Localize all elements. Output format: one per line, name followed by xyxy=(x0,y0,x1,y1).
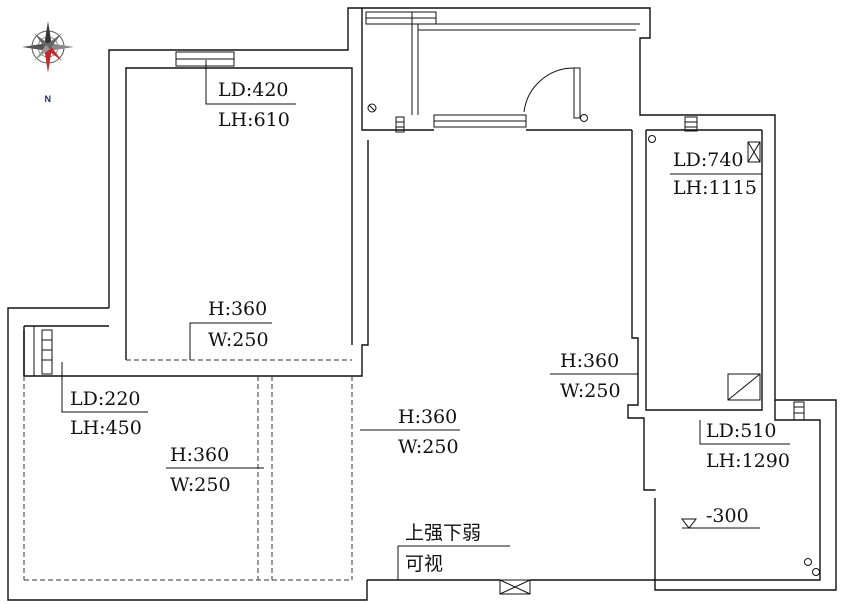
wall-right-inner xyxy=(645,130,763,411)
label-left-door-w: W:250 xyxy=(170,474,231,496)
label-bedroom-door-h: H:360 xyxy=(208,298,267,320)
label-right-ld: LD:740 xyxy=(673,149,744,171)
label-bottom-right-lh: LH:1290 xyxy=(706,450,790,472)
pillar-left xyxy=(41,329,53,375)
fixture-box xyxy=(727,373,761,401)
balcony-door-leaf xyxy=(573,67,581,119)
label-cable-note-2: 可视 xyxy=(405,553,443,575)
label-center-door-h: H:360 xyxy=(398,406,457,428)
wall-left-inner xyxy=(23,140,369,377)
pillar-balcony xyxy=(395,116,405,133)
drain-icon xyxy=(367,103,377,113)
label-floor-level: -300 xyxy=(706,505,749,527)
pillar-bottom-right xyxy=(793,401,805,421)
wall-bedroom-outer xyxy=(108,7,837,591)
label-right-door-h: H:360 xyxy=(560,350,619,372)
drain-icon-2 xyxy=(580,114,588,122)
compass-north-label: N xyxy=(45,94,52,104)
wall-left-outer xyxy=(7,307,368,601)
balcony-door-swing xyxy=(523,67,575,113)
label-bottom-right-ld: LD:510 xyxy=(706,420,777,442)
label-right-lh: LH:1115 xyxy=(673,177,757,199)
label-left-door-h: H:360 xyxy=(170,444,229,466)
label-cable-note: 上强下弱 xyxy=(405,522,481,544)
label-bedroom-ld: LD:420 xyxy=(218,79,289,101)
meter-box xyxy=(499,579,531,595)
compass-icon: N xyxy=(22,21,74,104)
label-left-lh: LH:450 xyxy=(70,417,142,439)
label-left-ld: LD:220 xyxy=(70,388,141,410)
drain-icon-3 xyxy=(648,135,656,143)
label-bedroom-lh: LH:610 xyxy=(218,109,290,131)
watermark-text: 装修33天@ 田氏作坊设计 xyxy=(562,555,759,575)
wall-balcony xyxy=(361,8,368,131)
wall-bottom-right xyxy=(655,400,821,581)
pillar-right-top xyxy=(684,116,698,132)
wall-bedroom-inner xyxy=(125,67,353,360)
label-right-door-w: W:250 xyxy=(560,380,621,402)
drain-icon-5 xyxy=(812,568,820,576)
label-center-door-w: W:250 xyxy=(398,436,459,458)
drain-icon-4 xyxy=(804,558,812,566)
vent-box xyxy=(747,141,761,163)
level-marker-icon xyxy=(680,518,698,529)
wall-center-right xyxy=(627,130,655,491)
label-bedroom-door-w: W:250 xyxy=(208,329,269,351)
